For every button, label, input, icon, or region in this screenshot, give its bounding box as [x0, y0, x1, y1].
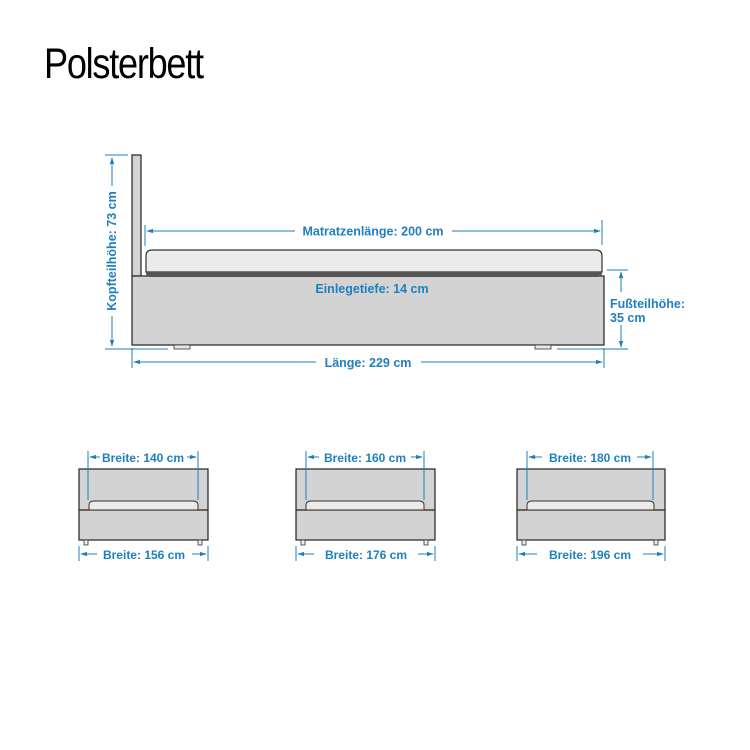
bed-foot [423, 539, 429, 546]
bed-foot [83, 539, 89, 546]
bed-foot [300, 539, 306, 546]
bed-foot [653, 539, 659, 546]
mattress [145, 249, 603, 277]
footboard-height-label-line1: Fußteilhöhe: [610, 297, 685, 311]
length-dimension [131, 348, 605, 368]
front-view-180: Breite: 180 cm Breite: 196 cm [516, 451, 666, 562]
bed-foot [534, 344, 552, 350]
mattress-length-label: Matratzenlänge: 200 cm [302, 225, 443, 239]
inner-width-label: Breite: 140 cm [102, 451, 184, 465]
headboard [131, 154, 142, 277]
outer-width-label: Breite: 196 cm [549, 548, 631, 562]
side-view: Kopfteilhöhe: 73 cm Matratzenlänge: 200 … [105, 154, 688, 370]
page-title: Polsterbett [44, 40, 204, 88]
front-view-160: Breite: 160 cm Breite: 176 cm [295, 451, 436, 562]
footboard-height-label: Fußteilhöhe: 35 cm [610, 297, 688, 325]
front-view-140: Breite: 140 cm Breite: 156 cm [78, 451, 209, 562]
footboard-height-dimension [557, 269, 628, 350]
footboard-height-label-line2: 35 cm [610, 311, 645, 325]
bed-base [131, 275, 605, 346]
bed-foot [173, 344, 191, 350]
length-label: Länge: 229 cm [325, 356, 412, 370]
bed-foot [197, 539, 203, 546]
inner-width-label: Breite: 160 cm [324, 451, 406, 465]
bed-foot [521, 539, 527, 546]
outer-width-label: Breite: 156 cm [103, 548, 185, 562]
outer-width-label: Breite: 176 cm [325, 548, 407, 562]
headboard-height-dimension [105, 154, 168, 350]
mattress-length-dimension [144, 220, 603, 246]
insert-depth-label: Einlegetiefe: 14 cm [315, 282, 428, 296]
headboard-height-label: Kopfteilhöhe: 73 cm [105, 191, 119, 310]
inner-width-label: Breite: 180 cm [549, 451, 631, 465]
